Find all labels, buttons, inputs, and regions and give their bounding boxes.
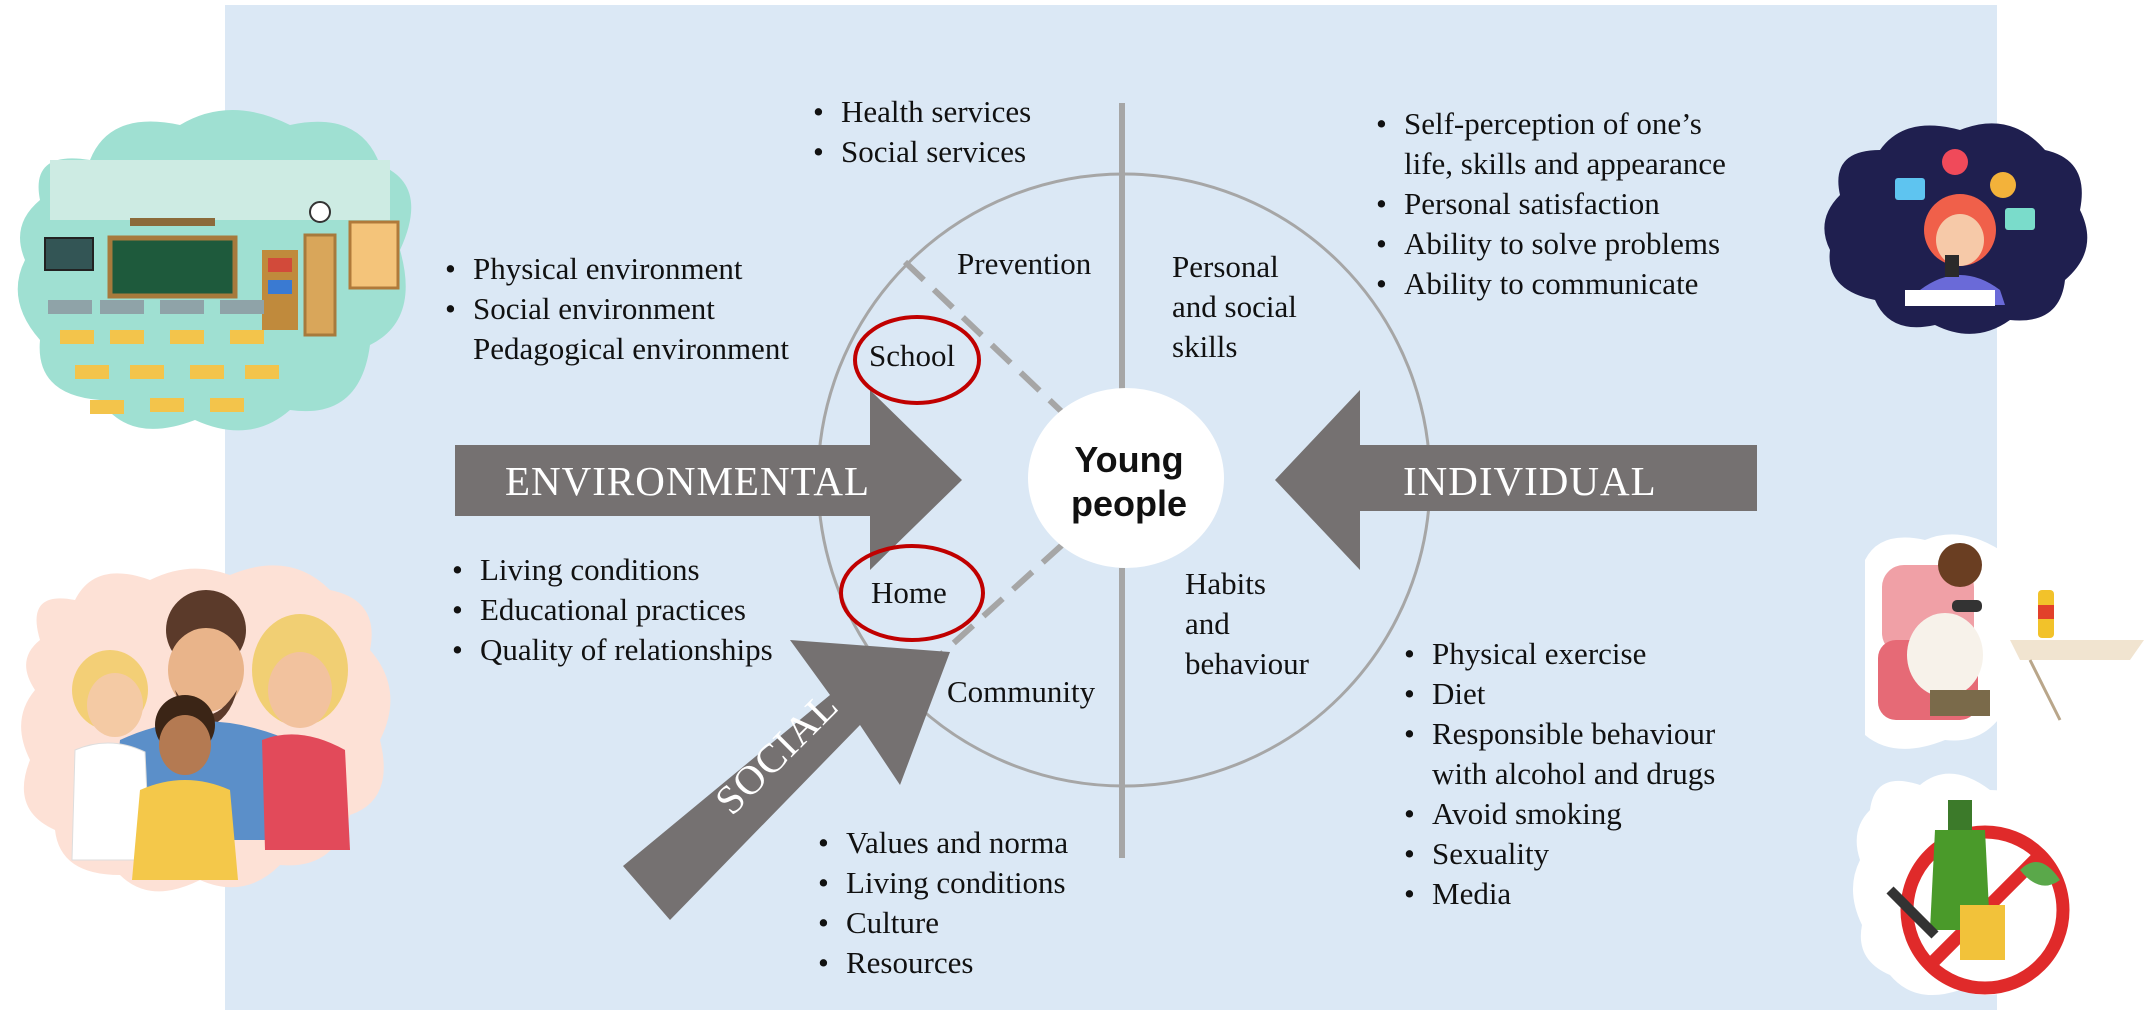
dashed-divider-upper xyxy=(902,259,1065,415)
family-illustration xyxy=(21,565,391,892)
personal-social-line3: skills xyxy=(1172,329,1238,364)
habits-line3: behaviour xyxy=(1185,646,1309,681)
skills-item: Ability to solve problems xyxy=(1376,224,1726,264)
habits-item: Diet xyxy=(1404,674,1715,714)
habits-line1: Habits xyxy=(1185,566,1266,601)
community-label: Community xyxy=(947,674,1096,709)
teen-phone-illustration xyxy=(1824,123,2088,334)
skills-list: Self-perception of one’s life, skills an… xyxy=(1376,104,1726,304)
community-item: Values and norma xyxy=(818,823,1068,863)
habits-item-line: Responsible behaviour xyxy=(1432,716,1716,751)
habits-item: Avoid smoking xyxy=(1404,794,1715,834)
habits-item: Media xyxy=(1404,874,1715,914)
services-list: Health services Social services xyxy=(813,92,1031,172)
skills-item: Personal satisfaction xyxy=(1376,184,1726,224)
habits-behaviour-label: Habits and behaviour xyxy=(1185,564,1309,684)
home-item: Quality of relationships xyxy=(452,630,773,670)
personal-social-skills-label: Personal and social skills xyxy=(1172,247,1297,367)
environmental-arrow-label: ENVIRONMENTAL xyxy=(505,458,871,504)
skills-item: Ability to communicate xyxy=(1376,264,1726,304)
community-item: Resources xyxy=(818,943,1068,983)
home-item: Living conditions xyxy=(452,550,773,590)
personal-social-line1: Personal xyxy=(1172,249,1279,284)
home-list: Living conditions Educational practices … xyxy=(452,550,773,670)
skills-item-line: Self-perception of one’s xyxy=(1404,106,1702,141)
school-highlight-ellipse xyxy=(853,315,981,405)
no-substances-illustration xyxy=(1852,773,2078,995)
community-list: Values and norma Living conditions Cultu… xyxy=(818,823,1068,983)
environmental-arrow xyxy=(455,390,962,570)
young-people-line1: Young xyxy=(1074,439,1184,480)
individual-arrow-label: INDIVIDUAL xyxy=(1403,458,1657,504)
home-item: Educational practices xyxy=(452,590,773,630)
young-people-line2: people xyxy=(1070,483,1187,524)
school-env-item: Social environment xyxy=(445,289,789,329)
habits-item: Sexuality xyxy=(1404,834,1715,874)
school-env-item: Physical environment xyxy=(445,249,789,289)
home-highlight-ellipse xyxy=(839,544,985,642)
classroom-illustration xyxy=(17,110,412,431)
habits-list: Physical exercise Diet Responsible behav… xyxy=(1404,634,1715,914)
home-label: Home xyxy=(871,575,947,610)
skills-item: Self-perception of one’s life, skills an… xyxy=(1376,104,1726,184)
young-people-label: Young people xyxy=(1029,438,1229,526)
personal-social-line2: and social xyxy=(1172,289,1297,324)
community-item: Culture xyxy=(818,903,1068,943)
skills-item-line: life, skills and appearance xyxy=(1404,146,1726,181)
habits-line2: and xyxy=(1185,606,1230,641)
school-label: School xyxy=(869,338,956,373)
community-item: Living conditions xyxy=(818,863,1068,903)
social-arrow xyxy=(623,640,950,920)
gaming-sofa-illustration xyxy=(1865,534,2144,749)
school-environment-list: Physical environment Social environment … xyxy=(445,249,789,369)
habits-item: Responsible behaviour with alcohol and d… xyxy=(1404,714,1715,794)
dashed-divider-lower xyxy=(932,542,1065,663)
habits-item-line: with alcohol and drugs xyxy=(1432,756,1716,791)
school-env-item: Pedagogical environment xyxy=(473,331,789,366)
habits-item: Physical exercise xyxy=(1404,634,1715,674)
services-item: Health services xyxy=(813,92,1031,132)
prevention-label: Prevention xyxy=(957,246,1092,281)
individual-arrow xyxy=(1275,390,1757,570)
services-item: Social services xyxy=(813,132,1031,172)
young-people-circle xyxy=(1028,388,1224,568)
